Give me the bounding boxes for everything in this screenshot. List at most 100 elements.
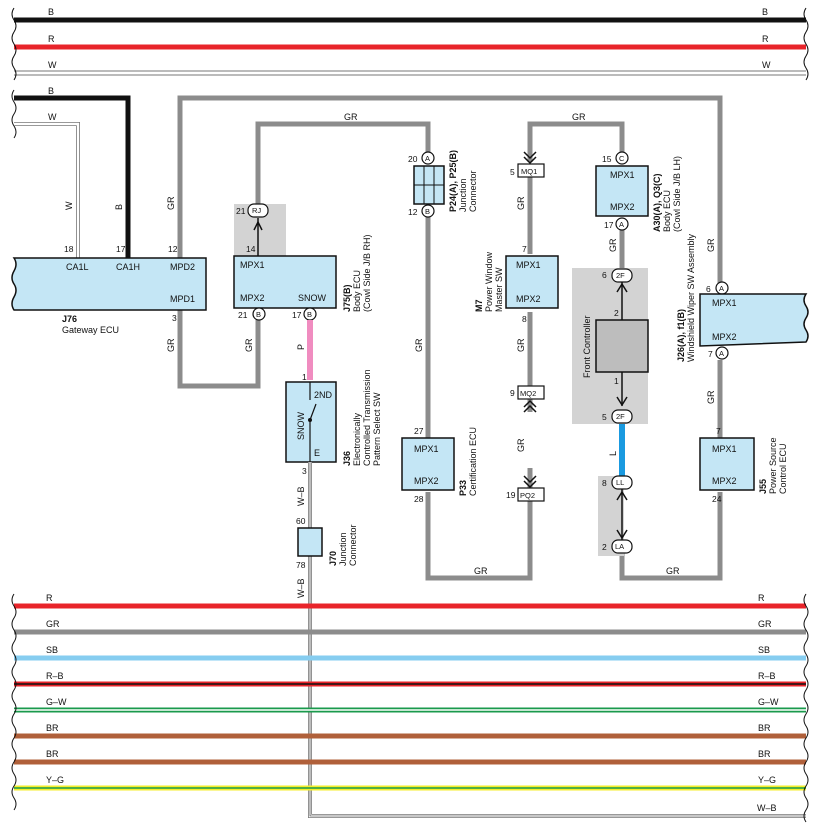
svg-text:Power Source: Power Source — [768, 437, 778, 494]
bus-label-right-0: R — [758, 593, 765, 603]
svg-text:GR: GR — [706, 238, 716, 252]
svg-text:Master SW: Master SW — [494, 267, 504, 312]
svg-text:MPX1: MPX1 — [516, 260, 541, 270]
svg-text:SNOW: SNOW — [298, 293, 327, 303]
svg-text:12: 12 — [168, 244, 178, 254]
svg-text:A: A — [719, 284, 724, 293]
svg-text:GR: GR — [516, 438, 526, 452]
svg-text:B: B — [425, 207, 430, 216]
svg-text:2: 2 — [614, 308, 619, 318]
svg-text:12: 12 — [408, 207, 418, 217]
svg-text:MPX2: MPX2 — [240, 293, 265, 303]
svg-text:SNOW: SNOW — [296, 411, 306, 440]
svg-text:8: 8 — [522, 314, 527, 324]
svg-text:MPX1: MPX1 — [240, 260, 265, 270]
svg-text:B: B — [307, 310, 312, 319]
bus-label-right-1: GR — [758, 619, 772, 629]
svg-text:15: 15 — [602, 154, 612, 164]
svg-text:Junction: Junction — [458, 178, 468, 212]
break-marks-bottom — [11, 593, 809, 823]
svg-text:P24(A), P25(B): P24(A), P25(B) — [448, 150, 458, 212]
svg-text:A: A — [425, 154, 430, 163]
bus-label-left-4: G–W — [46, 697, 67, 707]
svg-text:21: 21 — [236, 206, 246, 216]
bus-label-left-3: R–B — [46, 671, 64, 681]
bus-label-right-7: Y–G — [758, 775, 776, 785]
svg-text:J36: J36 — [342, 451, 352, 466]
svg-text:78: 78 — [296, 560, 306, 570]
svg-text:MPX1: MPX1 — [712, 298, 737, 308]
svg-text:Controlled Transmission: Controlled Transmission — [362, 369, 372, 466]
svg-text:21: 21 — [238, 310, 248, 320]
bus-label-right-6: BR — [758, 749, 771, 759]
wiper-sw-j26: A 6 MPX1 MPX2 A 7 J26(A), f1(B) Windshie… — [676, 233, 809, 362]
certification-ecu-p33: 27 MPX1 MPX2 28 P33 Certification ECU — [401, 426, 478, 504]
svg-text:Connector: Connector — [468, 170, 478, 212]
gateway-ecu-j76: 18 17 12 CA1L CA1H MPD2 MPD1 3 J76 Gatew… — [11, 244, 207, 335]
svg-text:CA1H: CA1H — [116, 262, 140, 272]
l-wire: L LL 8 LA 2 — [598, 424, 633, 556]
svg-text:18: 18 — [64, 244, 74, 254]
svg-text:7: 7 — [522, 244, 527, 254]
j76-ref: J76 — [62, 314, 77, 324]
svg-text:Junction: Junction — [338, 532, 348, 566]
bus-label-right-4: G–W — [758, 697, 779, 707]
wire-label-b-vert: B — [114, 204, 124, 210]
bus-label-left-6: BR — [46, 749, 59, 759]
svg-text:3: 3 — [172, 313, 177, 323]
svg-text:7: 7 — [708, 349, 713, 359]
svg-text:L: L — [608, 451, 618, 456]
wire-label-w-vert: W — [64, 201, 74, 210]
svg-text:2F: 2F — [616, 271, 625, 280]
svg-text:19: 19 — [506, 490, 516, 500]
bus-label-r-left: R — [48, 34, 55, 44]
svg-text:GR: GR — [608, 238, 618, 252]
gr-wires — [177, 95, 723, 581]
pattern-select-sw-j36: 1 2ND SNOW E 3 J36 Electronically Contro… — [285, 369, 382, 476]
svg-text:W–B: W–B — [296, 578, 306, 598]
svg-text:M7: M7 — [474, 299, 484, 312]
svg-text:5: 5 — [510, 167, 515, 177]
svg-text:GR: GR — [414, 338, 424, 352]
svg-text:GR: GR — [166, 196, 176, 210]
body-ecu-a30: C 15 MPX1 MPX2 A 17 A30(A), Q3(C) Body E… — [595, 151, 682, 232]
svg-text:7: 7 — [716, 426, 721, 436]
svg-text:GR: GR — [344, 112, 358, 122]
svg-text:MPD2: MPD2 — [170, 262, 195, 272]
svg-text:17: 17 — [292, 310, 302, 320]
svg-text:60: 60 — [296, 516, 306, 526]
svg-text:MPX2: MPX2 — [712, 332, 737, 342]
svg-text:MPX2: MPX2 — [516, 294, 541, 304]
svg-text:GR: GR — [166, 338, 176, 352]
svg-text:20: 20 — [408, 154, 418, 164]
body-ecu-j75: RJ 21 14 MPX1 MPX2 SNOW B 21 B 17 J75(B)… — [233, 203, 372, 321]
svg-text:17: 17 — [604, 220, 614, 230]
svg-text:5: 5 — [602, 412, 607, 422]
svg-text:27: 27 — [414, 426, 424, 436]
svg-text:6: 6 — [706, 284, 711, 294]
svg-text:P33: P33 — [458, 480, 468, 496]
svg-text:MPX1: MPX1 — [610, 170, 635, 180]
svg-text:GR: GR — [244, 338, 254, 352]
svg-text:MPX2: MPX2 — [414, 476, 439, 486]
top-bus-w: W W — [14, 60, 806, 76]
bus-label-left-0: R — [46, 593, 53, 603]
svg-text:Connector: Connector — [348, 524, 358, 566]
svg-text:2F: 2F — [616, 412, 625, 421]
svg-text:MPX1: MPX1 — [414, 444, 439, 454]
svg-text:LA: LA — [615, 542, 624, 551]
power-source-ecu-j55: 7 MPX1 MPX2 24 J55 Power Source Control … — [699, 426, 788, 504]
svg-text:Front Controller: Front Controller — [582, 315, 592, 378]
svg-text:MPX2: MPX2 — [712, 476, 737, 486]
svg-text:28: 28 — [414, 494, 424, 504]
svg-text:Body ECU: Body ECU — [662, 190, 672, 232]
svg-text:GR: GR — [666, 566, 680, 576]
svg-text:E: E — [314, 448, 320, 458]
svg-text:14: 14 — [246, 244, 256, 254]
pink-wire: P — [296, 320, 313, 380]
svg-text:MPX1: MPX1 — [712, 444, 737, 454]
svg-text:C: C — [619, 154, 625, 163]
svg-text:1: 1 — [302, 372, 307, 382]
svg-text:A: A — [719, 349, 724, 358]
